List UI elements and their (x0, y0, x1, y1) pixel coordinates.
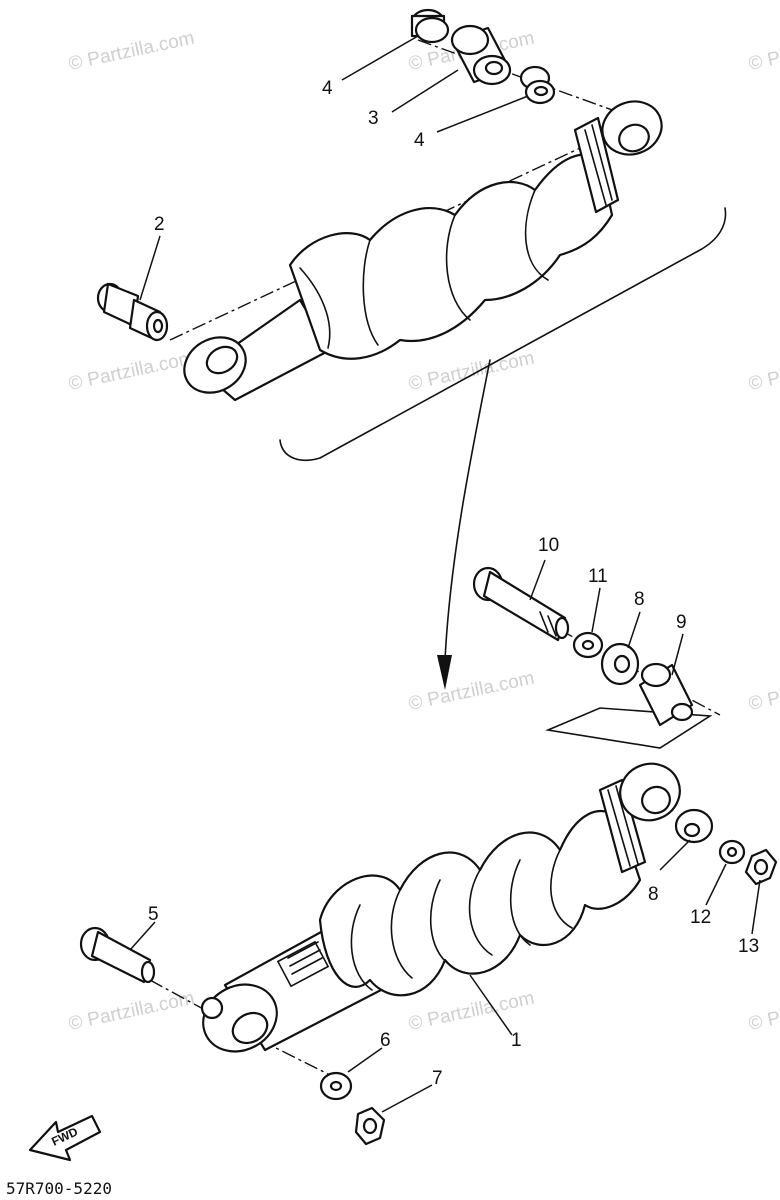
upper-shock-assembly (96, 8, 727, 690)
drawing-code: 57R700-5220 (6, 1179, 112, 1198)
watermark: © Partzilla.com (407, 668, 537, 715)
callout-13: 13 (738, 936, 759, 957)
callout-1: 1 (511, 1030, 522, 1051)
watermark: © Partzilla.com (747, 348, 780, 395)
watermark: © Partzilla.com (407, 988, 537, 1035)
callout-2: 2 (154, 214, 165, 235)
lower-shock-assembly (79, 566, 778, 1146)
callout-6: 6 (380, 1030, 391, 1051)
callout-10: 10 (538, 535, 559, 556)
leader-lines (129, 35, 761, 1113)
watermark: © Partzilla.com (747, 28, 780, 75)
callout-12: 12 (690, 907, 711, 928)
callout-7: 7 (432, 1068, 443, 1089)
callout-3: 3 (368, 108, 379, 129)
callout-8: 8 (648, 884, 659, 905)
watermark: © Partzilla.com (67, 28, 197, 75)
callout-4: 4 (322, 78, 333, 99)
callout-11: 11 (588, 566, 608, 587)
callout-4: 4 (414, 130, 425, 151)
watermark: © Partzilla.com (747, 988, 780, 1035)
callout-5: 5 (148, 904, 159, 925)
watermark: © Partzilla.com (407, 348, 537, 395)
callouts: 4 3 4 2 10 11 8 9 8 12 13 5 1 6 7 (148, 78, 759, 1089)
watermark: © Partzilla.com (747, 668, 780, 715)
callout-8: 8 (634, 589, 645, 610)
watermark: © Partzilla.com (67, 348, 197, 395)
fwd-arrow-icon: FWD (28, 1114, 102, 1162)
callout-9: 9 (676, 612, 687, 633)
